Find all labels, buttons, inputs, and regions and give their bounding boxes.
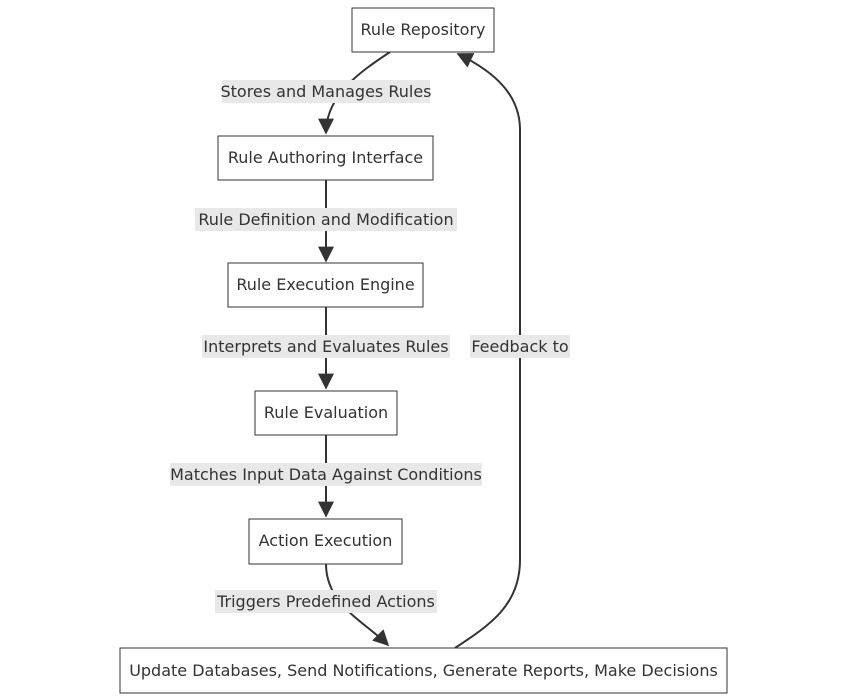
edge-label-matches-input: Matches Input Data Against Conditions (170, 463, 482, 486)
edge-label-interprets-evaluates: Interprets and Evaluates Rules (202, 335, 450, 358)
node-rule-evaluation: Rule Evaluation (254, 390, 398, 436)
svg-text:Action Execution: Action Execution (259, 531, 393, 550)
edge-label-triggers-actions: Triggers Predefined Actions (215, 590, 437, 613)
edge-label-feedback: Feedback to (470, 335, 570, 358)
svg-text:Feedback to: Feedback to (471, 337, 568, 356)
svg-text:Rule Definition and Modificati: Rule Definition and Modification (198, 210, 453, 229)
edge-label-definition-modification: Rule Definition and Modification (195, 208, 457, 231)
svg-text:Rule Evaluation: Rule Evaluation (264, 403, 388, 422)
svg-text:Triggers Predefined Actions: Triggers Predefined Actions (216, 592, 435, 611)
svg-text:Stores and Manages Rules: Stores and Manages Rules (220, 82, 431, 101)
svg-text:Matches Input Data Against Con: Matches Input Data Against Conditions (170, 465, 482, 484)
node-rule-repository: Rule Repository (351, 7, 495, 53)
node-action-execution: Action Execution (248, 518, 403, 565)
svg-text:Update Databases, Send Notific: Update Databases, Send Notifications, Ge… (129, 661, 718, 680)
svg-text:Rule Execution Engine: Rule Execution Engine (236, 275, 414, 294)
node-rule-authoring-interface: Rule Authoring Interface (217, 135, 434, 181)
edge-outcomes-to-repository (454, 53, 521, 649)
svg-text:Rule Authoring Interface: Rule Authoring Interface (228, 148, 423, 167)
node-rule-execution-engine: Rule Execution Engine (227, 262, 424, 308)
edge-label-stores-manages: Stores and Manages Rules (220, 80, 432, 103)
svg-text:Rule Repository: Rule Repository (361, 20, 486, 39)
node-outcomes: Update Databases, Send Notifications, Ge… (119, 647, 728, 694)
svg-text:Interprets and Evaluates Rules: Interprets and Evaluates Rules (203, 337, 448, 356)
